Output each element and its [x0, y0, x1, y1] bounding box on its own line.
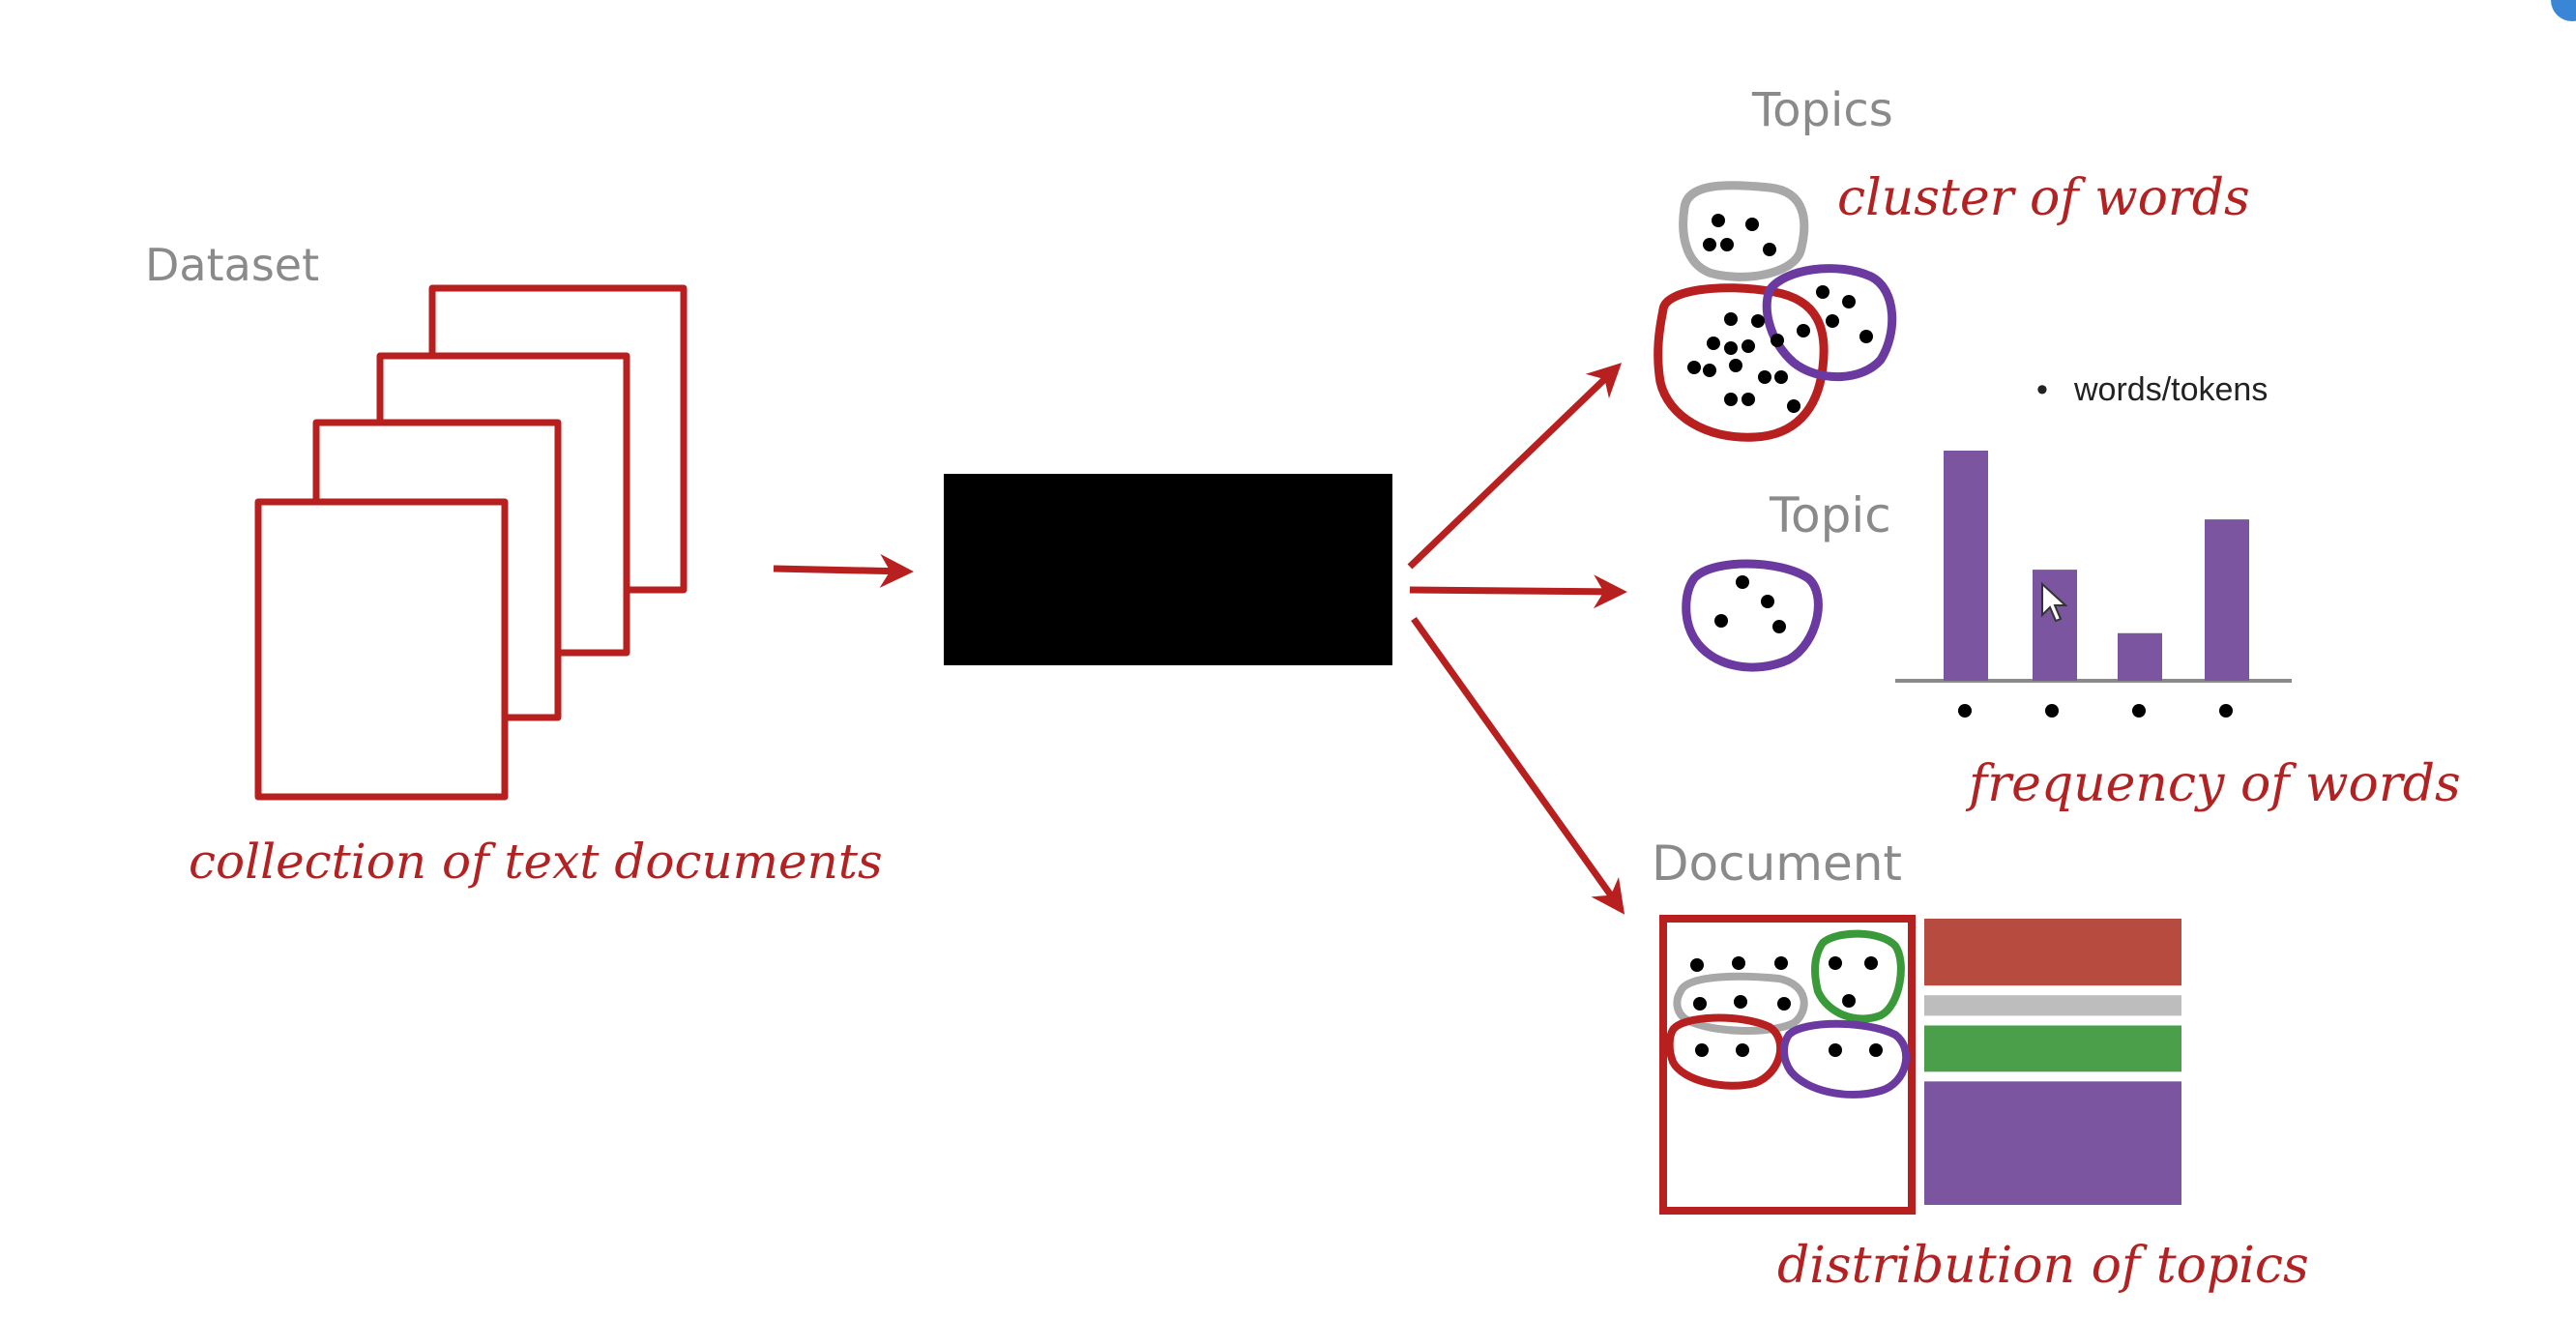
gray-cluster-outline [1679, 181, 1809, 281]
dataset-caption: collection of text documents [189, 834, 883, 890]
distribution-segment-1 [1924, 919, 2181, 986]
arrow-model-to-topic [1409, 574, 1627, 609]
legend-words-tokens: words/tokens [2073, 371, 2268, 408]
document-caption: distribution of topics [1777, 1237, 2309, 1295]
frequency-bar-4 [2205, 519, 2249, 681]
topic-title: Topic [1769, 487, 1891, 543]
word-dot-4 [2219, 704, 2233, 718]
distribution-segment-3 [1924, 1025, 2181, 1072]
arrow-dataset-to-model [773, 553, 914, 588]
topic-distribution-bar [1924, 919, 2181, 1205]
legend-bullet: • [2036, 371, 2048, 408]
arrow-model-to-topics [1407, 363, 1623, 570]
single-topic-cluster-outline [1682, 559, 1823, 672]
doc-gray-cluster [1673, 972, 1808, 1035]
arrow-model-to-document [1411, 616, 1625, 915]
document-word-dots [1690, 956, 1883, 1057]
word-frequency-chart [1895, 451, 2292, 718]
red-cluster-outline [1654, 283, 1829, 442]
document-topic-view [1659, 915, 1916, 1215]
document-stack [254, 284, 688, 801]
distribution-segment-4 [1924, 1081, 2181, 1205]
document-title: Document [1652, 835, 1902, 892]
model-black-box [944, 474, 1392, 665]
distribution-segment-2 [1924, 995, 2181, 1016]
topic-caption: frequency of words [1965, 755, 2461, 813]
frequency-bar-1 [1944, 451, 1988, 681]
topic-clusters [1654, 181, 1897, 442]
frequency-bar-3 [2118, 632, 2162, 681]
topics-caption: cluster of words [1837, 169, 2250, 227]
word-dot-3 [2132, 704, 2146, 718]
document-page-1 [254, 498, 509, 801]
dataset-title: Dataset [145, 239, 319, 291]
topic-cluster-dots [1687, 214, 1873, 413]
corner-blue-indicator [2551, 0, 2576, 21]
mouse-cursor-icon [2041, 581, 2068, 623]
word-dot-1 [1958, 704, 1972, 718]
doc-red-cluster [1665, 1013, 1785, 1090]
frequency-bar-2 [2033, 570, 2077, 681]
single-topic-dots [1714, 575, 1786, 633]
topics-title: Topics [1751, 83, 1893, 137]
word-dot-2 [2045, 704, 2059, 718]
doc-purple-cluster [1780, 1019, 1911, 1099]
doc-green-cluster [1811, 929, 1905, 1023]
